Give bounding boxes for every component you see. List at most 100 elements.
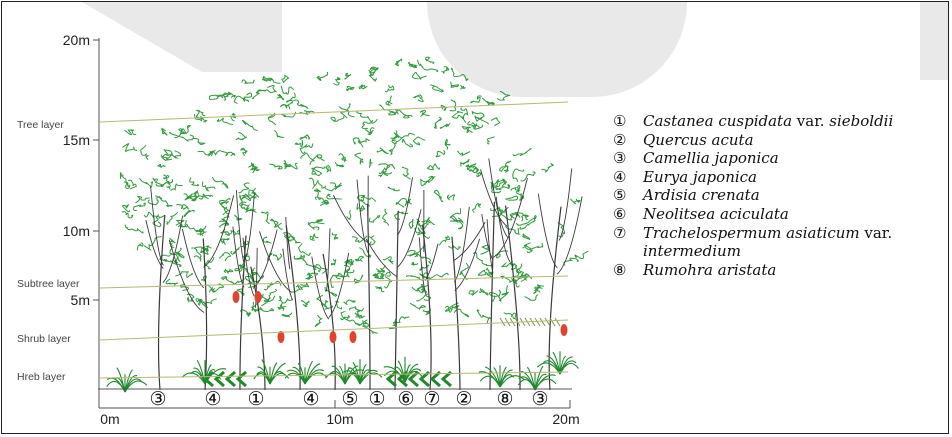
- foliage-scribble: [264, 281, 281, 290]
- herb-leaf: [553, 352, 560, 374]
- legend-number: ⑧: [613, 261, 643, 280]
- foliage-scribble: [439, 236, 449, 245]
- foliage-scribble: [334, 78, 341, 86]
- layer-boundary-line: [100, 102, 568, 122]
- foliage-scribble: [414, 95, 423, 102]
- y-tick-label: 10m: [63, 223, 90, 239]
- foliage-scribble: [499, 290, 507, 301]
- herb-leaf: [270, 373, 289, 384]
- shrub-hatch: [535, 318, 540, 326]
- legend-species-name: Ardisia crenata: [643, 186, 943, 205]
- foliage-scribble: [148, 196, 162, 205]
- foliage-scribble: [309, 178, 318, 189]
- foliage-scribble: [413, 137, 425, 145]
- tree-branch: [245, 193, 254, 259]
- foliage-scribble: [385, 85, 394, 92]
- flower-spike: [330, 331, 337, 343]
- layer-label: Subtree layer: [17, 278, 80, 290]
- legend-species-name: Neolitsea aciculata: [643, 205, 943, 224]
- species-marker: ⑤: [341, 388, 358, 410]
- y-tick-label: 15m: [63, 132, 90, 148]
- foliage-scribble: [267, 85, 276, 92]
- foliage-scribble: [331, 117, 344, 123]
- foliage-scribble: [451, 68, 468, 81]
- foliage-scribble: [347, 210, 351, 220]
- foliage-scribble: [441, 67, 448, 73]
- legend-species-name: Quercus acuta: [643, 131, 943, 150]
- foliage-scribble: [575, 251, 588, 258]
- foliage-scribble: [402, 139, 412, 147]
- tree-trunk: [452, 237, 460, 390]
- foliage-scribble: [570, 199, 580, 204]
- ground-cover-chevron: [238, 372, 246, 386]
- foliage-scribble: [355, 256, 363, 261]
- species-marker: ④: [204, 388, 221, 410]
- foliage-scribble: [452, 111, 463, 119]
- foliage-scribble: [166, 212, 178, 224]
- foliage-scribble: [335, 273, 342, 279]
- foliage-scribble: [542, 164, 553, 172]
- foliage-scribble: [473, 204, 481, 213]
- foliage-scribble: [440, 123, 450, 128]
- foliage-scribble: [210, 151, 221, 156]
- foliage-scribble: [357, 203, 365, 211]
- foliage-scribble: [482, 98, 495, 105]
- foliage-scribble: [349, 307, 363, 311]
- species-markers: ③④①④⑤①⑥⑦②⑧③: [149, 388, 548, 410]
- foliage-scribble: [282, 313, 292, 317]
- tree-trunk: [251, 267, 265, 390]
- foliage-scribble: [461, 108, 468, 123]
- foliage-scribble: [460, 85, 465, 89]
- layer-boundary-line: [100, 276, 568, 288]
- foliage-scribble: [224, 269, 233, 274]
- foliage-scribble: [317, 72, 327, 81]
- foliage-scribble: [212, 177, 228, 188]
- foliage-scribble: [369, 69, 376, 75]
- shrub-hatch: [540, 318, 545, 326]
- foliage-scribble: [377, 148, 388, 154]
- foliage-scribble: [339, 154, 347, 162]
- foliage-scribble: [241, 148, 247, 155]
- legend-number: ⑦: [613, 224, 643, 243]
- legend-species-name: Eurya japonica: [643, 168, 943, 187]
- tree-trunk: [323, 254, 335, 390]
- foliage-scribble: [504, 313, 516, 319]
- foliage-scribble: [369, 236, 375, 245]
- tree-canopy-drawing: [120, 57, 588, 333]
- foliage-scribble: [344, 300, 356, 305]
- foliage-scribble: [523, 243, 531, 249]
- foliage-scribble: [145, 212, 166, 218]
- foliage-scribble: [330, 275, 335, 288]
- foliage-scribble: [171, 184, 183, 191]
- tree-branch: [397, 209, 421, 267]
- flower-spike: [255, 291, 262, 303]
- foliage-scribble: [477, 310, 490, 323]
- foliage-scribble: [222, 277, 231, 282]
- shrub-hatch: [555, 318, 560, 326]
- tree-branch: [236, 190, 244, 266]
- herb-leaf: [262, 359, 270, 384]
- foliage-scribble: [134, 203, 146, 210]
- foliage-scribble: [184, 194, 192, 200]
- foliage-scribble: [408, 62, 417, 67]
- shrub-hatch: [545, 318, 550, 326]
- foliage-scribble: [158, 164, 166, 167]
- foliage-scribble: [280, 103, 291, 110]
- foliage-scribble: [491, 118, 500, 126]
- foliage-scribble: [434, 190, 443, 201]
- tree-trunk: [286, 225, 300, 390]
- foliage-scribble: [282, 76, 289, 83]
- species-marker: ⑦: [423, 388, 440, 410]
- foliage-scribble: [418, 60, 438, 72]
- foliage-scribble: [355, 153, 363, 163]
- foliage-scribble: [125, 225, 143, 233]
- legend-item: ⑦Trachelospermum asiaticum var. intermed…: [613, 224, 943, 261]
- herb-leaf: [527, 367, 535, 390]
- foliage-scribble: [357, 111, 378, 123]
- foliage-scribble: [409, 219, 413, 228]
- species-marker: ③: [149, 388, 166, 410]
- foliage-scribble: [447, 195, 454, 200]
- foliage-scribble: [300, 135, 309, 139]
- legend-item: ④Eurya japonica: [613, 168, 943, 187]
- foliage-scribble: [513, 148, 531, 155]
